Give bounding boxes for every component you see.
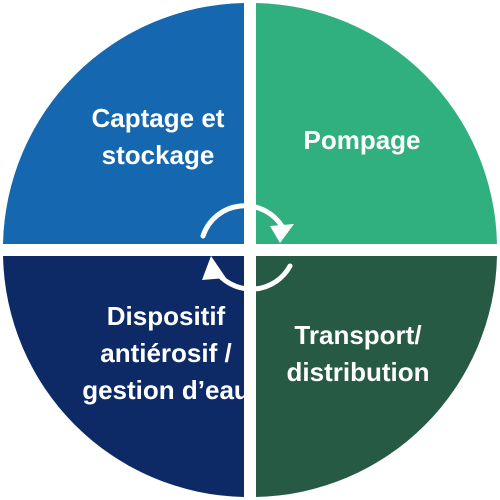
label-line: antiérosif / — [100, 338, 232, 368]
label-transport-distribution: Transport/ distribution — [258, 317, 458, 391]
label-line: Transport/ — [294, 320, 422, 350]
label-line: Pompage — [303, 125, 421, 155]
label-line: stockage — [101, 140, 215, 170]
segment-dispositif-antierosif — [3, 256, 244, 497]
label-line: gestion d’eau — [82, 375, 250, 405]
label-line: Dispositif — [106, 301, 226, 331]
arrow-arc-top — [200, 203, 286, 239]
label-captage-stockage: Captage et stockage — [58, 100, 258, 174]
label-dispositif-antierosif: Dispositif antiérosif / gestion d’eau — [66, 298, 266, 409]
label-pompage: Pompage — [262, 122, 462, 159]
label-line: Captage et — [91, 103, 225, 133]
arrow-arc-bottom — [212, 263, 293, 292]
segment-transport-distribution — [256, 256, 497, 497]
label-line: distribution — [286, 357, 430, 387]
segment-captage-stockage — [3, 3, 244, 244]
circular-arrows-icon — [200, 203, 294, 292]
arrow-head-bottom — [202, 256, 226, 280]
arrow-head-top — [270, 224, 294, 243]
segment-pompage — [256, 3, 497, 244]
